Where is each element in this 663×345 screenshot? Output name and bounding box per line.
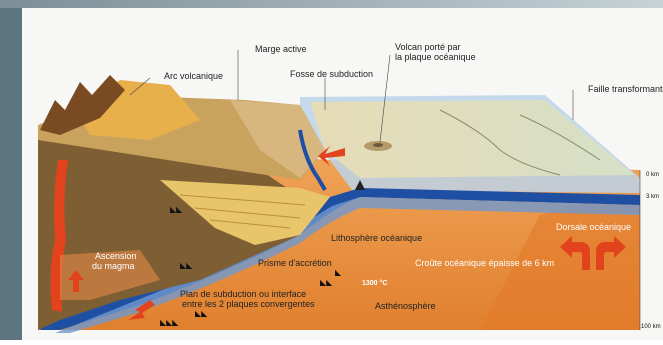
svg-text:◣◣◣: ◣◣◣ <box>160 318 179 327</box>
depth-100km: 100 km <box>641 322 661 332</box>
label-volcan-line2: la plaque océanique <box>395 52 476 62</box>
svg-text:◣◣: ◣◣ <box>195 309 208 318</box>
svg-text:◣◣: ◣◣ <box>180 261 193 270</box>
label-plan-line2: entre les 2 plaques convergentes <box>182 299 315 309</box>
label-lithosphere: Lithosphère océanique <box>331 233 422 243</box>
label-dorsale: Dorsale océanique <box>556 222 631 232</box>
label-volcan-line1: Volcan porté par <box>395 42 461 52</box>
label-ascension-line2: du magma <box>92 261 135 271</box>
background-left <box>0 0 22 340</box>
svg-text:◣◣: ◣◣ <box>320 278 333 287</box>
label-prisme: Prisme d'accrétion <box>258 258 332 268</box>
label-croute: Croûte océanique épaisse de 6 km <box>415 258 554 268</box>
label-plan-line1: Plan de subduction ou interface <box>180 289 306 299</box>
label-ascension-line1: Ascension <box>95 251 137 261</box>
label-arc-volcanique: Arc volcanique <box>164 71 223 81</box>
label-marge-active: Marge active <box>255 44 307 54</box>
depth-3km: 3 km <box>646 192 659 202</box>
background-top <box>0 0 663 8</box>
label-asthenosphere: Asthénosphère <box>375 301 436 311</box>
label-temperature: 1300 °C <box>362 279 387 289</box>
label-fosse-subduction: Fosse de subduction <box>290 69 373 79</box>
depth-0km: 0 km <box>646 170 659 180</box>
label-faille-transformante: Faille transformante <box>588 84 663 94</box>
svg-text:◣: ◣ <box>335 268 342 277</box>
svg-text:◣◣: ◣◣ <box>170 205 183 214</box>
